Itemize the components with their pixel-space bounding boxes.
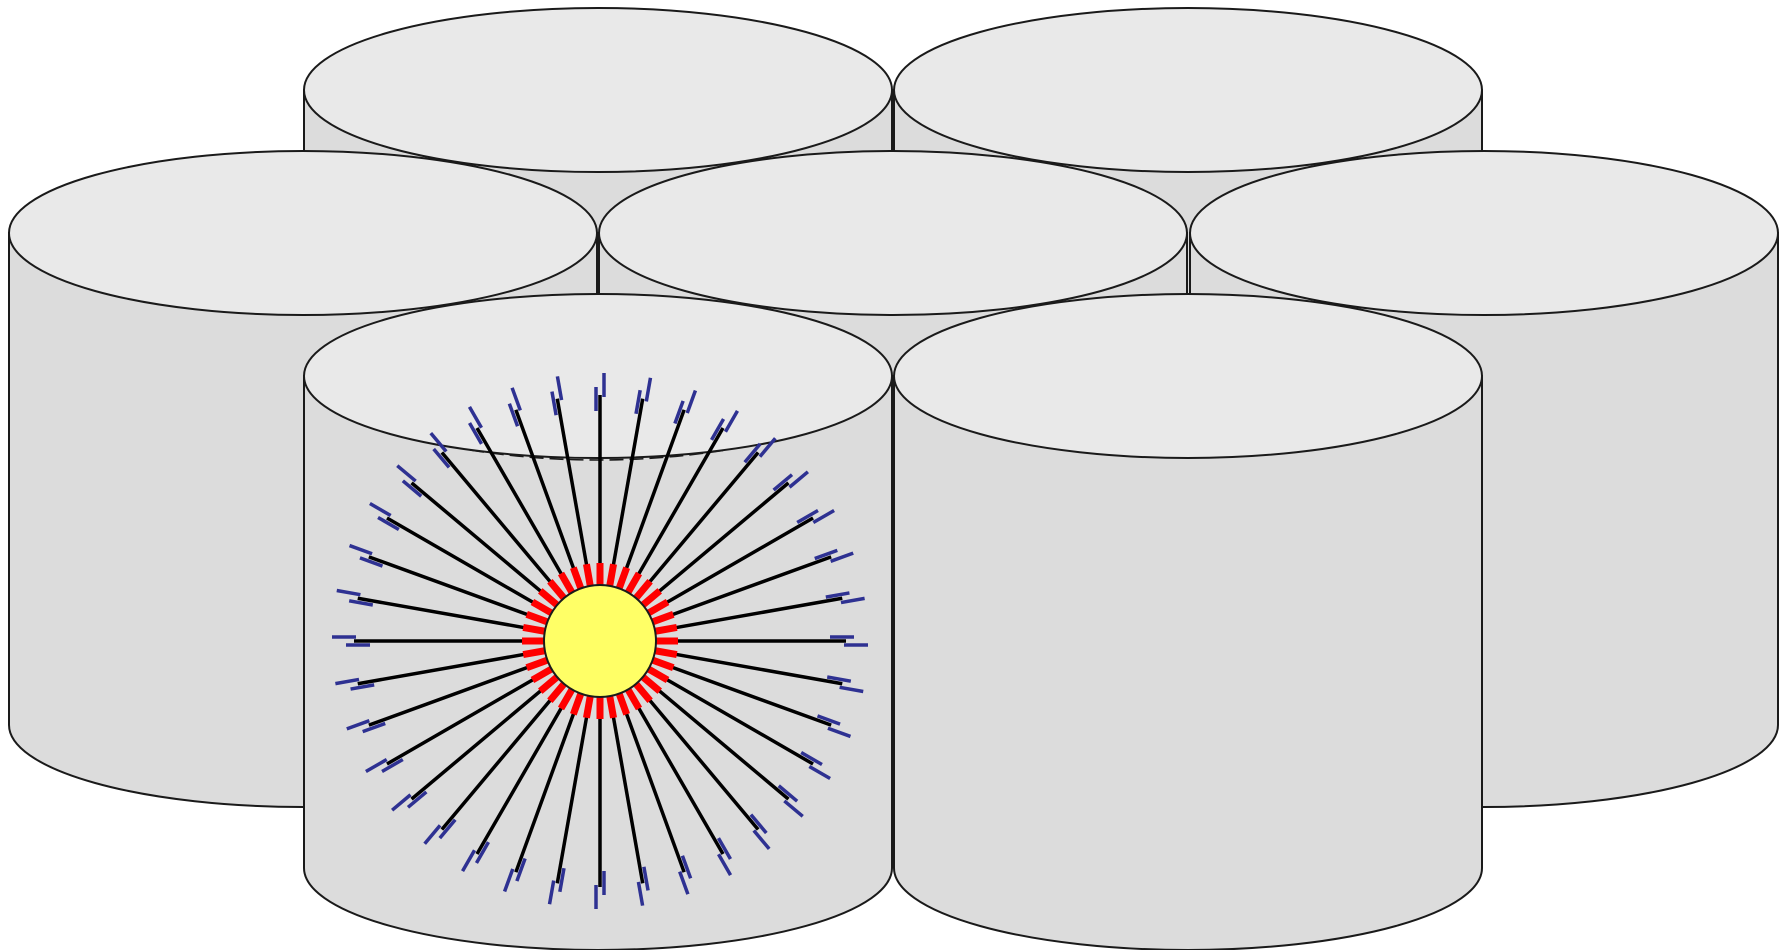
cylinder-top bbox=[599, 151, 1187, 315]
spoke-inner-segment bbox=[523, 627, 547, 631]
spoke-inner-segment bbox=[609, 564, 613, 588]
spoke-inner-segment bbox=[586, 694, 590, 718]
cylinder-front-right bbox=[894, 294, 1482, 950]
spoke-inner-segment bbox=[653, 627, 677, 631]
cylinder-top bbox=[304, 8, 892, 172]
cylinder-top bbox=[304, 294, 892, 458]
spoke-inner-segment bbox=[586, 564, 590, 588]
core-circle bbox=[544, 585, 656, 697]
cylinder-top bbox=[894, 294, 1482, 458]
spoke-inner-segment bbox=[609, 694, 613, 718]
front-row-cylinders bbox=[304, 294, 1482, 950]
cylinder-top bbox=[9, 151, 597, 315]
spoke-inner-segment bbox=[653, 650, 677, 654]
cylinder-body bbox=[894, 376, 1482, 950]
cylinder-top bbox=[894, 8, 1482, 172]
cylinder-top bbox=[1190, 151, 1778, 315]
spoke-inner-segment bbox=[523, 650, 547, 654]
